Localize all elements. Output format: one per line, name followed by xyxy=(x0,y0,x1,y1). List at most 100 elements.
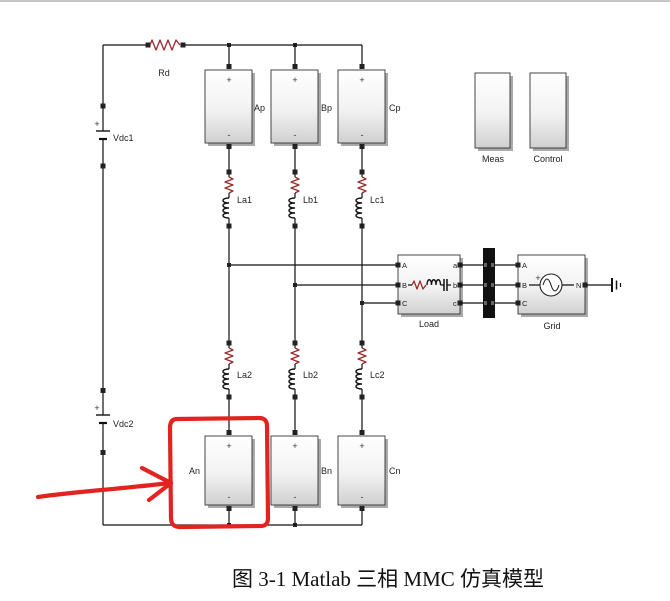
rlc-load-icon xyxy=(408,279,451,291)
terminal-port xyxy=(359,64,365,69)
terminal-port xyxy=(226,144,232,149)
inductor-label: Lc1 xyxy=(370,195,385,205)
inductor-label: Lc2 xyxy=(370,370,385,380)
terminal-port xyxy=(292,430,298,435)
load-to-bar-wires xyxy=(460,264,483,304)
negative-terminal-sign: - xyxy=(294,130,297,140)
resistor-label: Rd xyxy=(158,68,170,78)
dc-source-vdc2: + Vdc2 xyxy=(94,388,134,455)
terminal-port xyxy=(226,394,232,400)
submodule-block xyxy=(337,69,386,144)
positive-terminal-sign: + xyxy=(359,75,364,85)
dc-source-label: Vdc2 xyxy=(113,419,134,429)
bar-port-marker xyxy=(484,301,487,305)
figure-caption: 图 3-1 Matlab 三相 MMC 仿真模型 xyxy=(232,567,544,591)
inductor-coil-symbol xyxy=(288,368,296,390)
terminal-port xyxy=(226,506,232,511)
upper-arm-inductor-b: Lb1 xyxy=(288,169,318,229)
highlight-box xyxy=(167,415,271,530)
dc-source-label: Vdc1 xyxy=(113,133,134,143)
submodule-block xyxy=(270,435,319,506)
terminal-port xyxy=(359,144,365,149)
inductor-label: La2 xyxy=(237,370,252,380)
load-port-label: B xyxy=(402,281,407,290)
inductor-label: La1 xyxy=(237,195,252,205)
terminal-port xyxy=(145,42,151,48)
resistor-symbol xyxy=(149,39,181,51)
terminal-port xyxy=(226,223,232,229)
terminal-port xyxy=(100,450,106,455)
submodule-block xyxy=(337,435,386,506)
terminal-port xyxy=(582,282,588,288)
terminal-port xyxy=(226,340,232,346)
lower-arm-inductor-c: Lc2 xyxy=(355,340,385,400)
terminal-port xyxy=(359,430,365,435)
terminal-port xyxy=(359,169,365,175)
resistor-symbol xyxy=(290,347,300,365)
inductor-coil-symbol xyxy=(355,197,363,219)
terminal-port xyxy=(395,282,401,288)
lower-arm-block-b: +-Bn xyxy=(270,430,332,511)
bar-port-marker xyxy=(484,283,487,287)
resistor-symbol xyxy=(357,176,367,194)
arm-block-label: Bp xyxy=(321,103,332,113)
upper-arm-block-b: + - Bp xyxy=(270,64,332,149)
load-label: Load xyxy=(419,319,439,329)
positive-terminal-sign: + xyxy=(292,441,297,451)
terminal-port xyxy=(100,388,106,393)
battery-polarity-sign: + xyxy=(94,119,99,129)
three-phase-measurement-bar xyxy=(460,248,518,318)
positive-terminal-sign: + xyxy=(292,75,297,85)
resistor-symbol xyxy=(290,176,300,194)
terminal-port xyxy=(180,42,186,48)
inductor-coil-symbol xyxy=(426,279,442,286)
arrow-head xyxy=(139,465,174,503)
negative-terminal-sign: - xyxy=(228,130,231,140)
converter-phase-legs: +-ApLa1La2+-An+-BpLb1Lb2+-Bn+-CpLc1Lc2+-… xyxy=(189,45,401,525)
dc-resistor-rd: Rd xyxy=(145,39,186,78)
bar-port-marker xyxy=(491,283,494,287)
positive-terminal-sign: + xyxy=(226,441,231,451)
inductor-label: Lb1 xyxy=(303,195,318,205)
terminal-port xyxy=(395,300,401,306)
load-port-label: A xyxy=(402,261,407,270)
inductor-coil-symbol xyxy=(355,368,363,390)
resistor-symbol xyxy=(224,347,234,365)
terminal-port xyxy=(292,144,298,149)
red-highlight-annotation xyxy=(35,415,271,530)
meas-block xyxy=(474,72,511,149)
upper-arm-block-c: +-Cp xyxy=(337,64,401,149)
sine-wave-icon xyxy=(542,278,560,292)
grid-port-label: A xyxy=(522,261,527,270)
submodule-block xyxy=(204,435,253,506)
control-block xyxy=(529,72,567,149)
inductor-coil-symbol xyxy=(222,197,230,219)
arm-block-label: Cp xyxy=(389,103,401,113)
negative-terminal-sign: - xyxy=(361,492,364,502)
load-port-label: a xyxy=(453,261,458,270)
junction-dot xyxy=(360,301,364,305)
terminal-port xyxy=(359,394,365,400)
load-port-label: C xyxy=(402,299,408,308)
terminal-port xyxy=(226,64,232,69)
bar-port-marker xyxy=(491,301,494,305)
submodule-block xyxy=(204,69,253,144)
arm-block-label: Ap xyxy=(254,103,265,113)
positive-terminal-sign: + xyxy=(359,441,364,451)
junction-dot xyxy=(227,263,231,267)
control-subsystem: Control xyxy=(529,72,569,164)
negative-terminal-sign: - xyxy=(228,492,231,502)
lower-arm-inductor-b: Lb2 xyxy=(288,340,318,400)
dc-source-vdc1: + Vdc1 xyxy=(94,103,134,169)
terminal-port xyxy=(395,262,401,268)
bar-to-grid-wires xyxy=(495,264,518,304)
terminal-port xyxy=(359,340,365,346)
inductor-coil-symbol xyxy=(288,197,296,219)
terminal-port xyxy=(292,223,298,229)
load-port-label: c xyxy=(453,299,457,308)
capacitor-symbol xyxy=(443,279,448,291)
control-label: Control xyxy=(533,154,562,164)
grid-label: Grid xyxy=(543,321,560,331)
